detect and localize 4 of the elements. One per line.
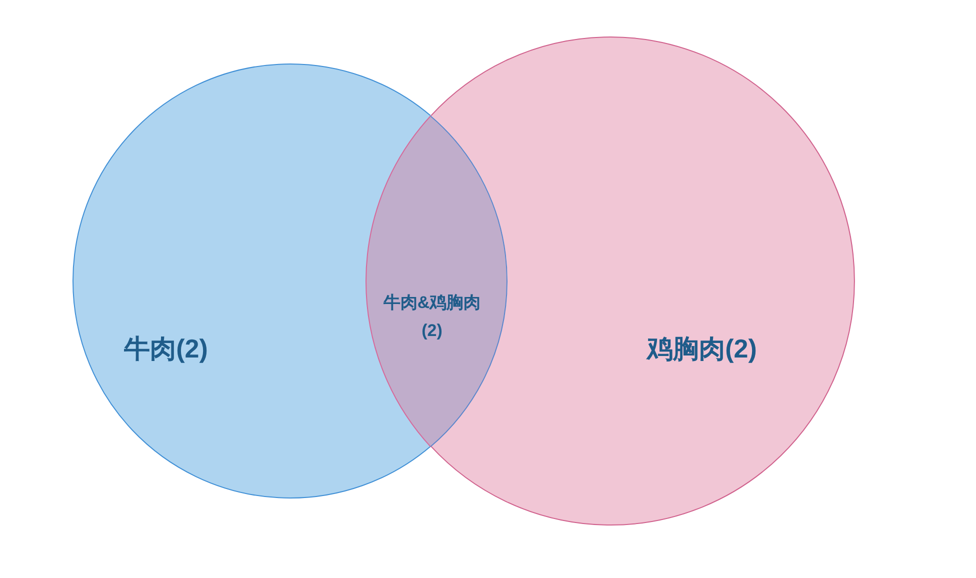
set-label: 鸡胸肉(2) [647,332,757,366]
intersection-label: 牛肉&鸡胸肉(2) [382,292,482,342]
set-label: 牛肉(2) [124,332,208,366]
intersection-region [366,116,507,446]
